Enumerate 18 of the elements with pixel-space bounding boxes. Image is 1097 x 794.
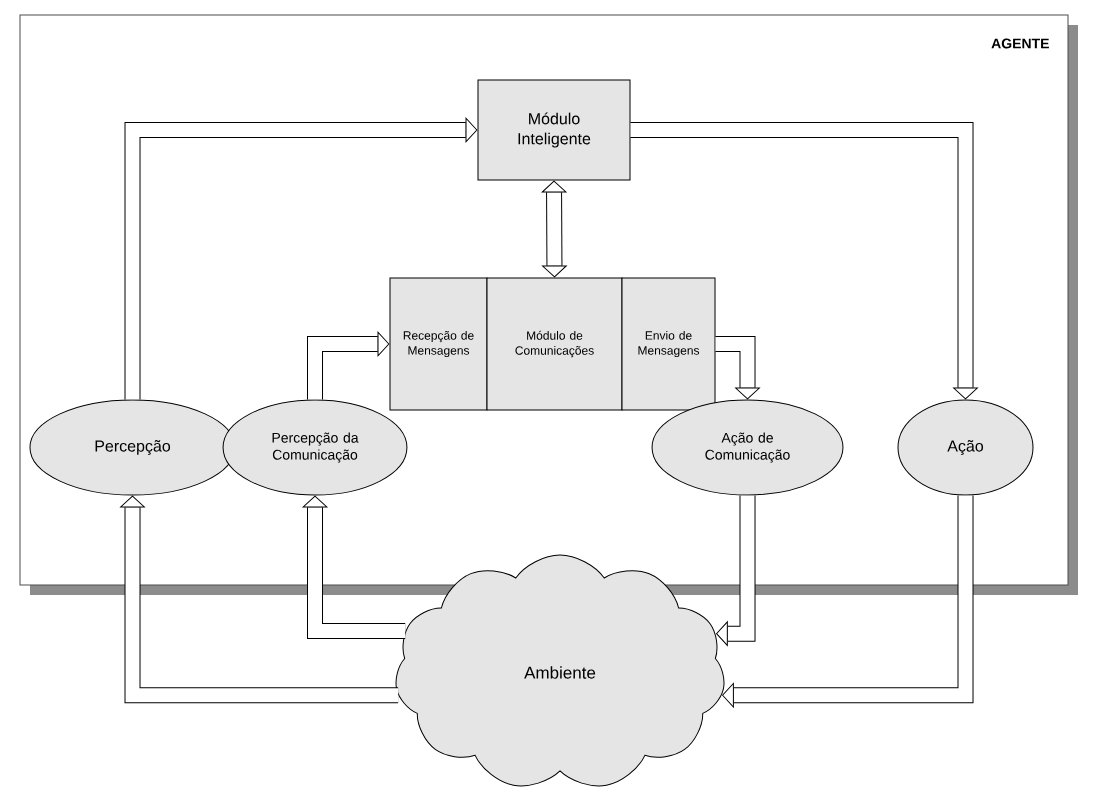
ellipse-node: Ação de Comunicação: [651, 399, 844, 496]
hollow-arrow: [120, 495, 399, 704]
hollow-arrow: [124, 117, 478, 400]
cloud-node: Ambiente: [395, 554, 725, 787]
module-box: Módulo Inteligente: [477, 79, 631, 181]
hollow-arrow: [302, 495, 406, 639]
hollow-arrow: [307, 331, 390, 400]
hollow-arrow: [716, 495, 756, 646]
module-box: Envio de Mensagens: [621, 277, 716, 411]
module-box: Recepção de Mensagens: [389, 277, 488, 411]
module-box: Módulo de Comunicações: [486, 277, 623, 411]
hollow-arrow: [630, 122, 978, 400]
hollow-arrow: [541, 180, 567, 278]
ellipse-node: Ação: [897, 399, 1034, 496]
ellipse-node: Percepção: [29, 399, 236, 496]
hollow-arrow: [722, 495, 974, 708]
ellipse-node: Percepção da Comunicação: [222, 399, 408, 496]
hollow-arrow: [715, 336, 760, 400]
